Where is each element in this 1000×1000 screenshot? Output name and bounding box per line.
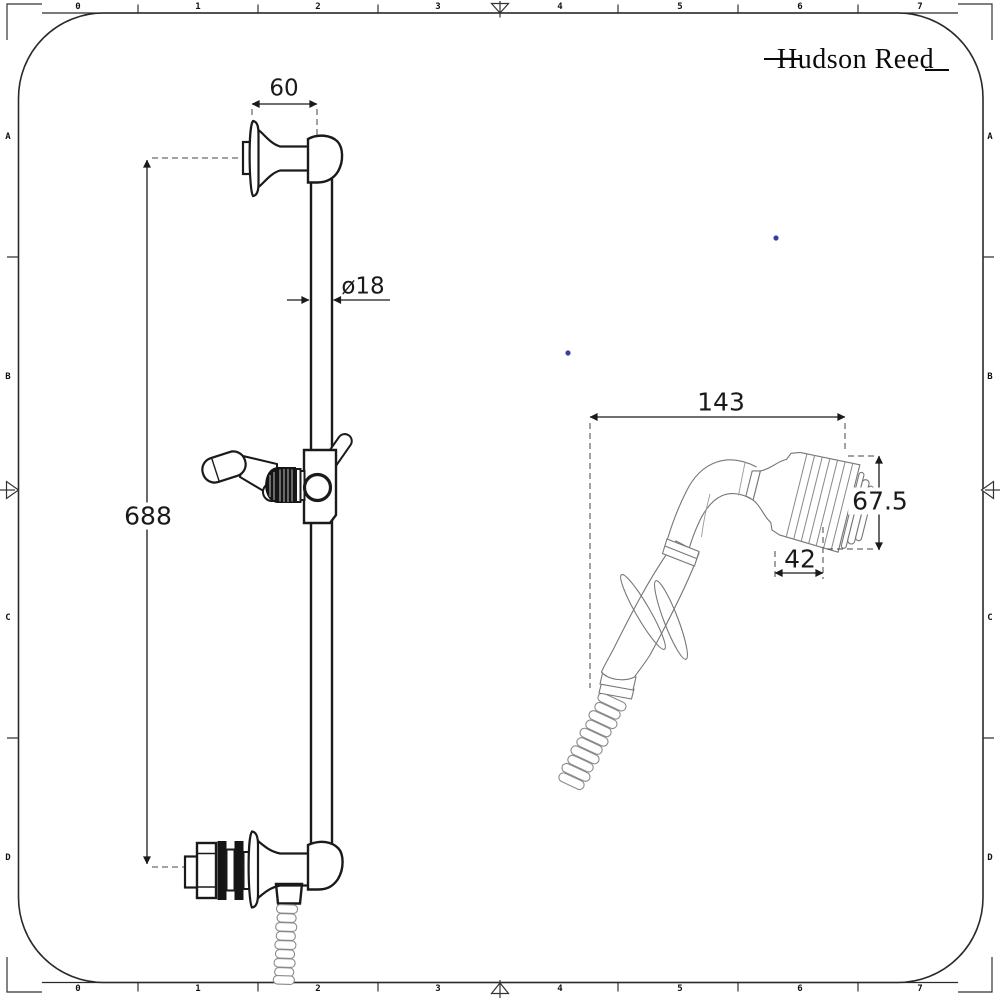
ruler-top-3: 3 (435, 2, 441, 12)
backnut (195, 841, 218, 900)
dim-label-rail-length: 688 (120, 502, 176, 530)
center-marker-right-icon (980, 480, 1000, 500)
ruler-left-d: D (5, 853, 11, 863)
ruler-top-4: 4 (557, 2, 563, 12)
dim-label-bracket-projection: 60 (269, 75, 299, 102)
dim-label-head-depth: 42 (784, 544, 816, 574)
slider-bracket (201, 433, 353, 525)
ruler-top-7: 7 (917, 2, 923, 12)
handset-neck (666, 459, 757, 550)
ruler-top-0: 0 (75, 2, 81, 12)
handle-groove (620, 574, 666, 650)
center-marker-bottom-icon (490, 980, 510, 998)
dim-label-head-diameter: 67.5 (848, 487, 912, 515)
handle-groove (654, 580, 688, 660)
ruler-left-c: C (5, 613, 11, 623)
dim-label-handset-length: 143 (697, 387, 745, 417)
ruler-top-1: 1 (195, 2, 201, 12)
ruler-bottom-7: 7 (917, 984, 923, 994)
logo-dash-left (764, 58, 801, 60)
top-wall-bracket (241, 119, 344, 198)
ruler-bottom-2: 2 (315, 984, 321, 994)
center-marker-top-icon (490, 1, 510, 18)
corner-mark-top-left (6, 3, 42, 40)
hose-outlet (274, 882, 304, 905)
ruler-bottom-1: 1 (195, 984, 201, 994)
ruler-left-b: B (5, 372, 11, 382)
ruler-bottom-3: 3 (435, 984, 441, 994)
handset-cradle-cup (201, 450, 247, 484)
wall-plate (247, 830, 260, 909)
handset-detail (558, 451, 875, 791)
dim-label-rail-diameter: ø18 (341, 273, 385, 300)
ruler-top-6: 6 (797, 2, 803, 12)
corner-mark-bottom-left (6, 957, 42, 993)
ruler-bottom-4: 4 (557, 984, 563, 994)
shower-hose-bottom (272, 903, 299, 986)
blue-dot (565, 350, 571, 356)
handset-head (745, 451, 875, 553)
bottom-outlet-elbow (183, 830, 344, 909)
slide-rail-assembly (183, 119, 353, 986)
ruler-right-b: B (987, 372, 993, 382)
ruler-top-5: 5 (677, 2, 683, 12)
brand-logo: Hudson Reed (777, 44, 935, 75)
slider-pivot (302, 472, 333, 503)
ruler-bottom-6: 6 (797, 984, 803, 994)
washer (234, 841, 244, 900)
corner-mark-bottom-right (958, 957, 993, 993)
ruler-top-2: 2 (315, 2, 321, 12)
handset-hose (558, 692, 627, 791)
logo-dash-right (925, 69, 949, 71)
ruler-right-a: A (987, 132, 993, 142)
ruler-bottom-0: 0 (75, 984, 81, 994)
washer (217, 841, 227, 900)
center-marker-left-icon (0, 480, 20, 500)
blue-dot (773, 235, 779, 241)
ruler-left-a: A (5, 132, 11, 142)
corner-mark-top-right (958, 3, 993, 40)
ruler-bottom-5: 5 (677, 984, 683, 994)
ruler-right-c: C (987, 613, 993, 623)
ruler-right-d: D (987, 853, 993, 863)
